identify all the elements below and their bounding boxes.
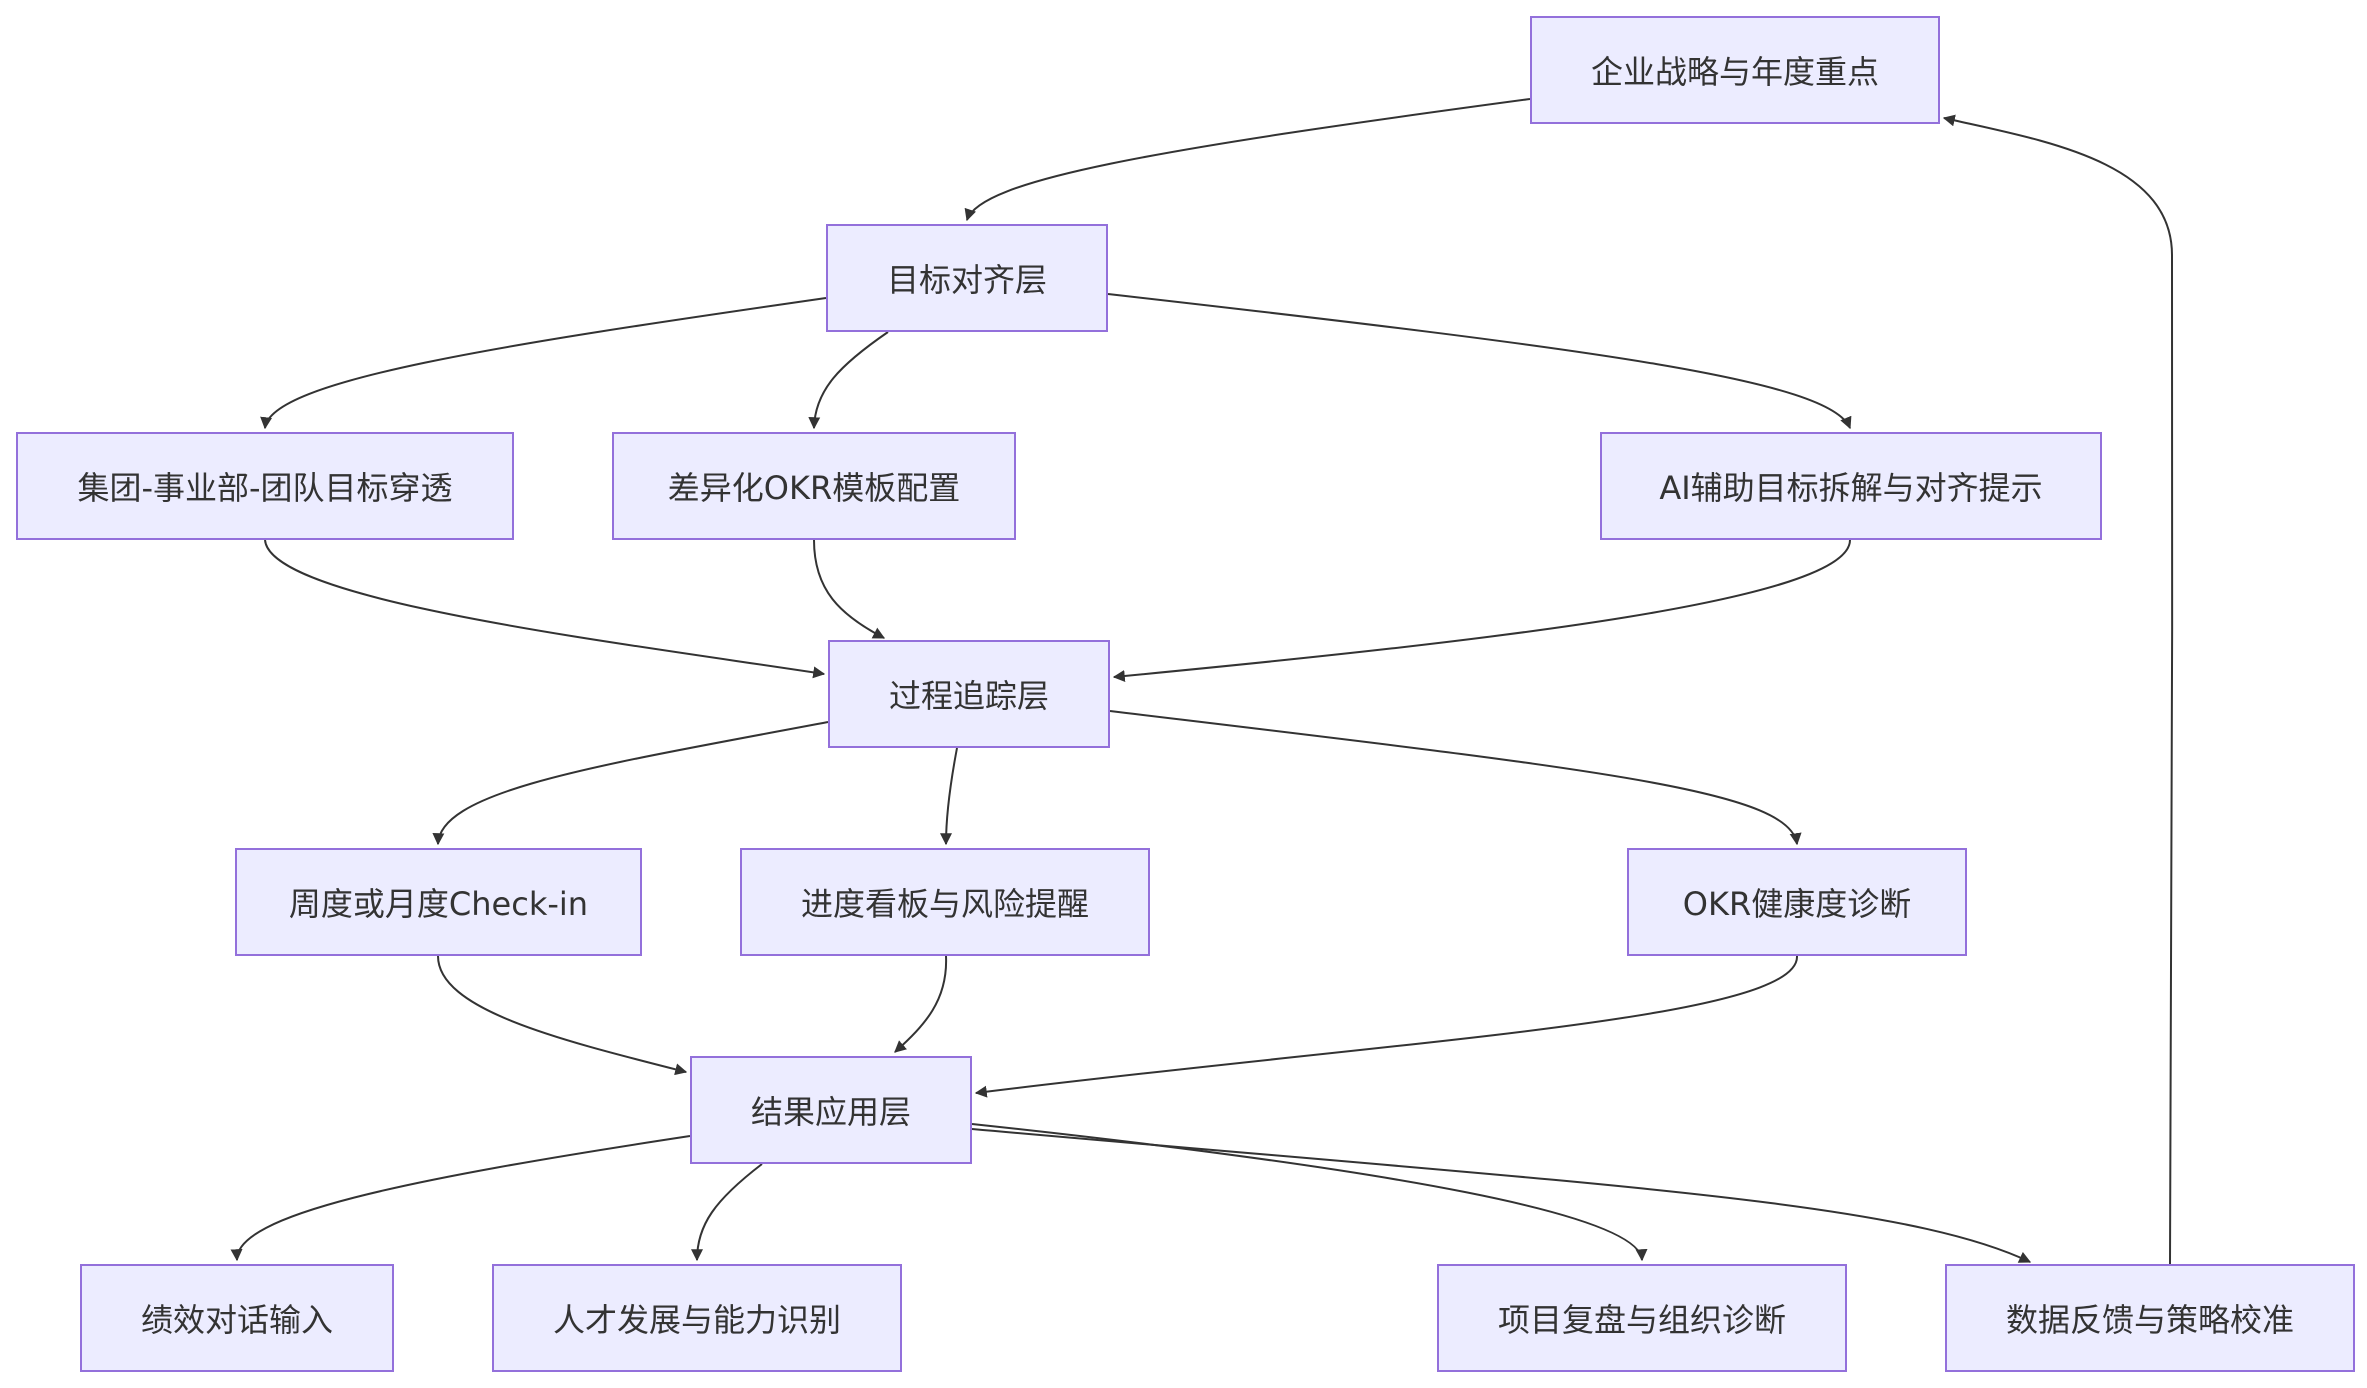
- node-checkin: 周度或月度Check-in: [235, 848, 642, 956]
- edge-result-layer-to-review: [971, 1123, 1648, 1262]
- edge-align-layer-to-ai-assist: [1107, 293, 1852, 430]
- node-tracking-layer: 过程追踪层: [828, 640, 1110, 748]
- edge-template-to-tracking-layer: [813, 539, 886, 639]
- edge-result-layer-to-feedback: [971, 1128, 2032, 1263]
- edge-result-layer-to-performance: [230, 1135, 691, 1262]
- edge-dashboard-to-result-layer: [894, 955, 948, 1053]
- edge-ai-assist-to-tracking-layer: [1112, 539, 1851, 682]
- edge-feedback-to-strategy: [1942, 114, 2174, 1265]
- edge-align-layer-to-template: [808, 331, 889, 430]
- node-ai-assist: AI辅助目标拆解与对齐提示: [1600, 432, 2102, 540]
- node-talent: 人才发展与能力识别: [492, 1264, 902, 1372]
- edge-tracking-layer-to-health: [1109, 710, 1802, 846]
- edge-cascade-to-tracking-layer: [264, 539, 826, 679]
- edge-checkin-to-result-layer: [437, 955, 688, 1076]
- edge-strategy-to-align-layer: [964, 98, 1531, 222]
- edge-align-layer-to-cascade: [260, 297, 827, 430]
- edge-result-layer-to-talent: [691, 1163, 763, 1262]
- node-feedback: 数据反馈与策略校准: [1945, 1264, 2355, 1372]
- node-dashboard: 进度看板与风险提醒: [740, 848, 1150, 956]
- node-template: 差异化OKR模板配置: [612, 432, 1016, 540]
- node-performance: 绩效对话输入: [80, 1264, 394, 1372]
- edge-tracking-layer-to-dashboard: [940, 747, 958, 846]
- node-cascade: 集团-事业部-团队目标穿透: [16, 432, 514, 540]
- node-health: OKR健康度诊断: [1627, 848, 1967, 956]
- node-result-layer: 结果应用层: [690, 1056, 972, 1164]
- node-strategy: 企业战略与年度重点: [1530, 16, 1940, 124]
- edge-tracking-layer-to-checkin: [432, 721, 829, 846]
- edge-health-to-result-layer: [974, 955, 1799, 1098]
- node-align-layer: 目标对齐层: [826, 224, 1108, 332]
- node-review: 项目复盘与组织诊断: [1437, 1264, 1847, 1372]
